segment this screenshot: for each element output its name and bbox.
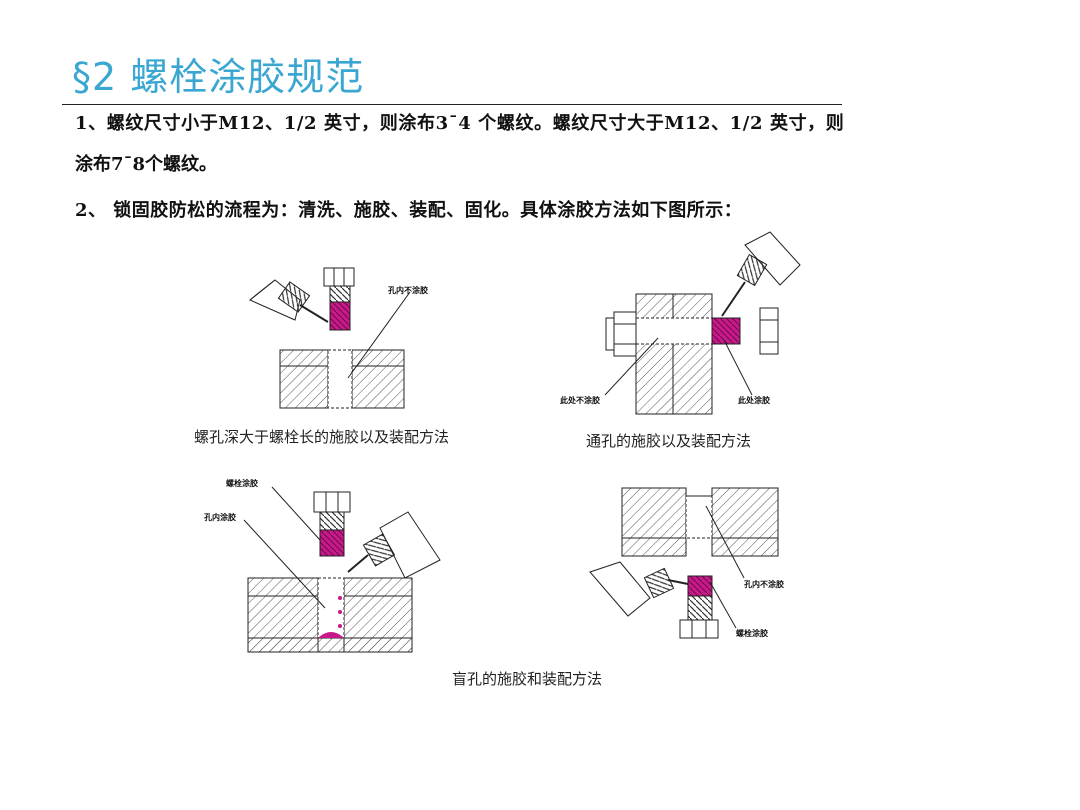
paragraph-1-line-1: 1、螺纹尺寸小于M12、1/2 英寸，则涂布3¯4 个螺纹。螺纹尺寸大于M12、… (75, 113, 845, 134)
fig1-label-hole: 孔内不涂胶 (388, 285, 428, 295)
fig2-label-left: 此处不涂胶 (560, 395, 600, 405)
glue-bottle (589, 561, 689, 617)
figure-1-deep-hole: 孔内不涂胶 (249, 267, 428, 409)
fig3-label-hole: 孔内涂胶 (204, 512, 236, 522)
figure-2-caption: 通孔的施胶以及装配方法 (586, 432, 752, 450)
figure-1-caption: 螺孔深大于螺栓长的施胶以及装配方法 (194, 428, 450, 446)
fig2-label-right: 此处涂胶 (738, 395, 770, 405)
figure-3-caption: 盲孔的施胶和装配方法 (452, 670, 603, 688)
paragraph-1-line-2: 涂布7¯8个螺纹。 (75, 154, 218, 175)
fig4-label-bolt: 螺栓涂胶 (736, 628, 768, 638)
fig4-label-hole: 孔内不涂胶 (744, 579, 784, 589)
title-divider (62, 104, 842, 105)
glue-bottle (347, 511, 441, 579)
figure-2-through-hole: 此处不涂胶 此处涂胶 (560, 231, 801, 415)
page-title: §2 螺栓涂胶规范 (72, 55, 365, 99)
paragraph-2: 2、 锁固胶防松的流程为：清洗、施胶、装配、固化。具体涂胶方法如下图所示： (75, 200, 743, 221)
figure-3-blind-hole: 螺栓涂胶 孔内涂胶 (204, 478, 441, 653)
glue-bottle (721, 231, 801, 317)
figure-4-unglued-hole: 孔内不涂胶 螺栓涂胶 (589, 487, 784, 639)
glue-bottle (249, 279, 329, 323)
fig3-label-bolt: 螺栓涂胶 (226, 478, 258, 488)
